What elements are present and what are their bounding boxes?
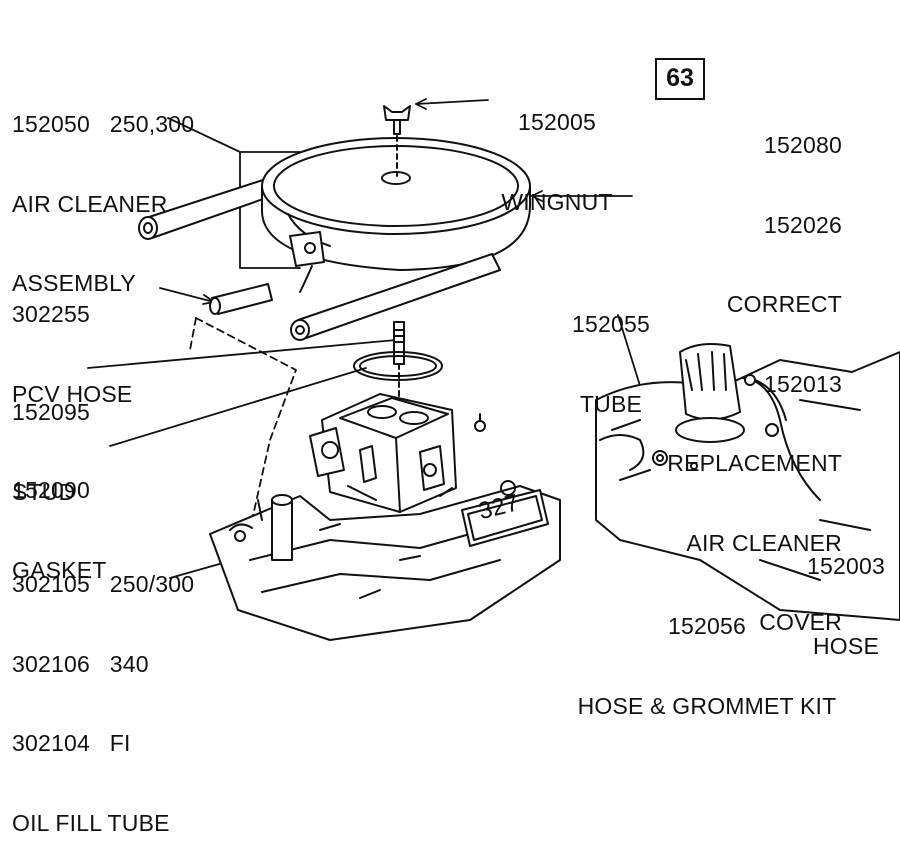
label-line: REPLACEMENT bbox=[667, 450, 842, 476]
label-line: ASSEMBLY bbox=[12, 270, 136, 296]
label-hose-grommet-kit: 152056 HOSE & GROMMET KIT bbox=[546, 560, 868, 746]
label-line: TUBE bbox=[579, 390, 643, 417]
air-cleaner-assembly bbox=[138, 137, 531, 341]
label-line: 152055 bbox=[572, 311, 650, 337]
label-oil-fill-tube: 302105 250/300 302106 340 302104 FI OIL … bbox=[12, 518, 194, 863]
label-line: 152026 bbox=[764, 211, 842, 238]
label-tube: 152055 TUBE bbox=[552, 258, 670, 444]
label-line: 152003 bbox=[807, 553, 885, 579]
pcv-hose-part bbox=[209, 283, 273, 315]
label-line: HOSE bbox=[813, 632, 879, 659]
label-line: 302255 bbox=[12, 301, 90, 327]
label-line: HOSE & GROMMET KIT bbox=[577, 692, 837, 719]
page-number: 63 bbox=[666, 64, 694, 92]
label-line: STUD bbox=[12, 478, 76, 505]
carburetor bbox=[309, 393, 486, 513]
label-line: 302104 FI bbox=[12, 730, 131, 756]
label-pcv-hose: 302255 PCV HOSE bbox=[12, 248, 132, 434]
label-line: 152056 bbox=[668, 613, 746, 639]
label-hose: 152003 HOSE bbox=[796, 500, 896, 686]
label-line: 152080 bbox=[764, 132, 842, 158]
label-gasket: 152090 GASKET bbox=[12, 424, 107, 610]
page-number-box: 63 bbox=[655, 58, 705, 100]
label-line: GASKET bbox=[12, 556, 107, 583]
engine-block bbox=[209, 480, 561, 641]
air-cleaner-exploded-diagram bbox=[87, 98, 900, 641]
label-line: AIR CLEANER bbox=[12, 190, 168, 217]
stud-part bbox=[393, 321, 405, 405]
label-wingnut: 152005 WINGNUT bbox=[478, 56, 636, 242]
label-line: 152090 bbox=[12, 477, 90, 503]
label-line: CORRECT bbox=[726, 291, 842, 317]
label-stud: 152095 STUD bbox=[12, 346, 90, 532]
label-line: COVER bbox=[759, 609, 842, 635]
label-line: 302106 340 bbox=[12, 650, 149, 677]
label-air-cleaner-cover: 152080 152026 CORRECT 152013 REPLACEMENT… bbox=[600, 79, 842, 662]
distributor-detail bbox=[595, 343, 900, 621]
label-line: 152050 250,300 bbox=[12, 111, 195, 137]
label-line: 152013 bbox=[764, 370, 842, 397]
label-line: AIR CLEANER bbox=[686, 529, 842, 556]
label-line: 152005 bbox=[518, 109, 596, 135]
label-line: 152095 bbox=[12, 399, 90, 425]
wingnut-part bbox=[383, 105, 411, 177]
label-line: PCV HOSE bbox=[12, 380, 133, 407]
label-line: WINGNUT bbox=[501, 188, 613, 215]
label-air-cleaner-assembly: 152050 250,300 AIR CLEANER ASSEMBLY bbox=[12, 58, 194, 323]
gasket-part bbox=[353, 351, 443, 381]
label-line: 302105 250/300 bbox=[12, 571, 195, 597]
label-line: OIL FILL TUBE bbox=[12, 809, 170, 836]
